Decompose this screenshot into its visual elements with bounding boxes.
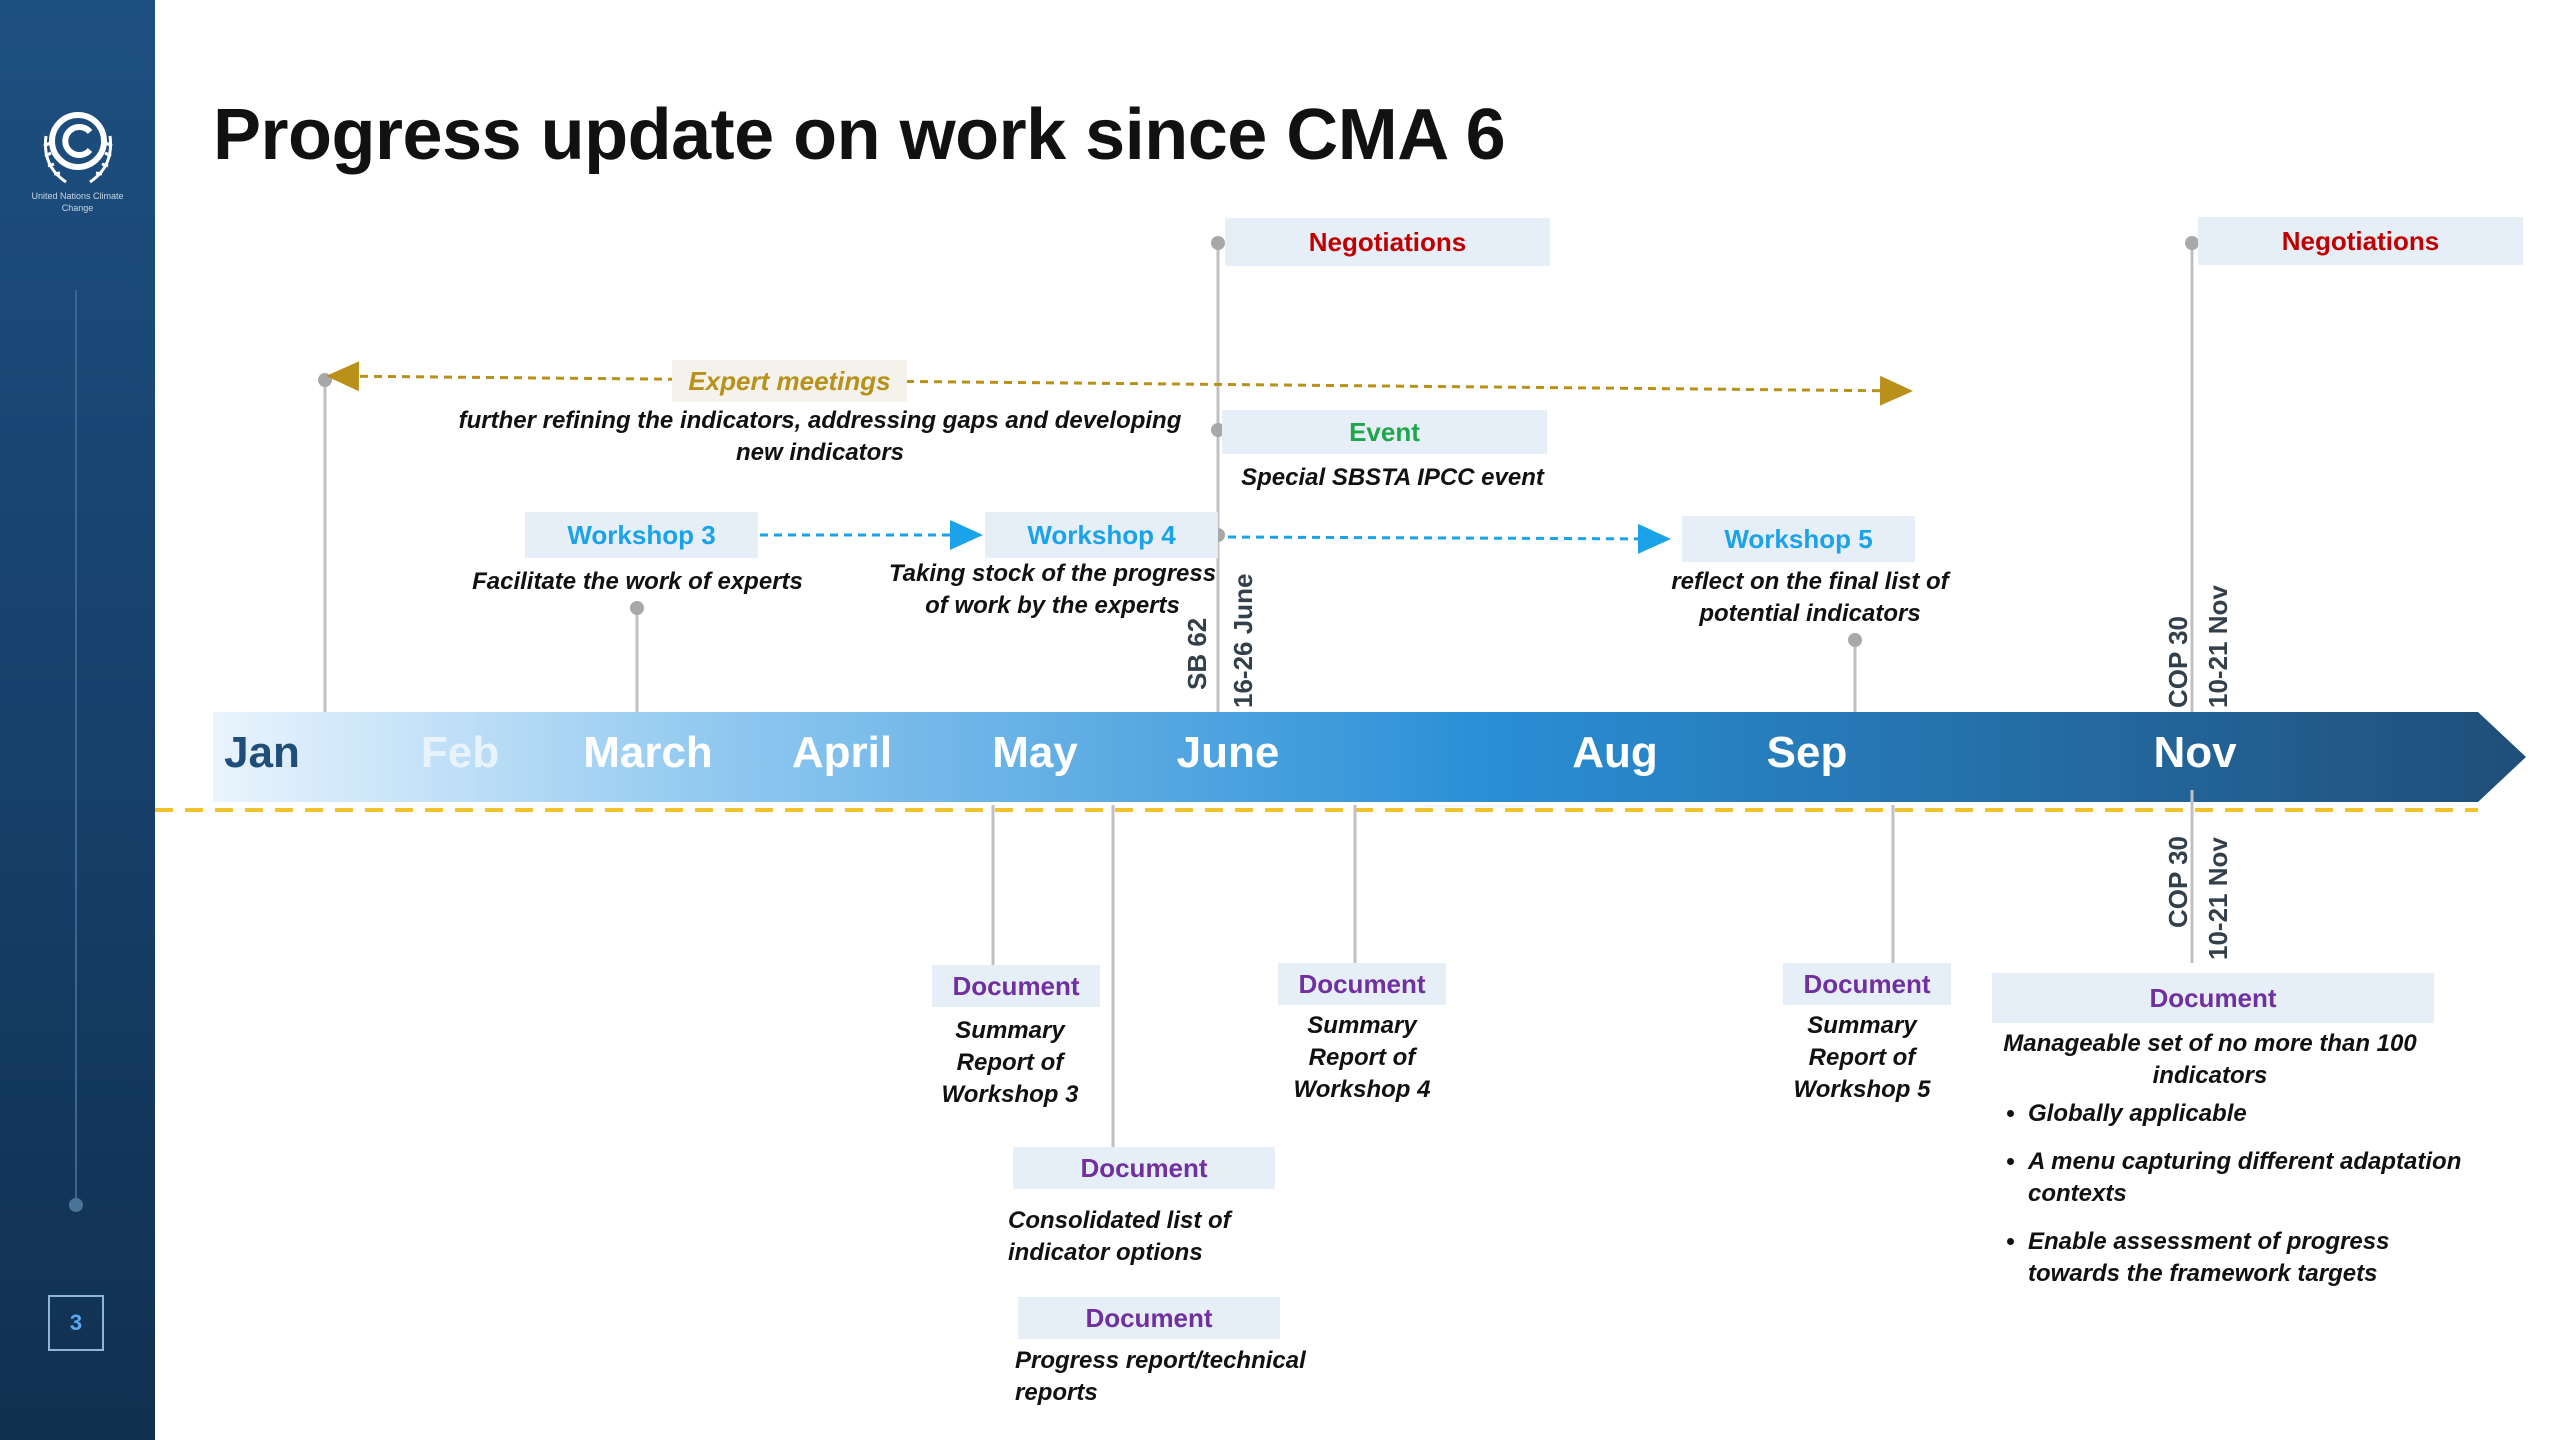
dot-sep	[1848, 633, 1862, 647]
doc-final-bullets: Globally applicable A menu capturing dif…	[2000, 1098, 2468, 1306]
workshop3-desc: Facilitate the work of experts	[472, 568, 803, 595]
workshop4-desc: Taking stock of the progress of work by …	[888, 560, 1217, 619]
workshop5-label: Workshop 5	[1682, 516, 1915, 562]
doc-ws3-desc: Summary Report of Workshop 3	[941, 1017, 1079, 1108]
doc-final-desc: Manageable set of no more than 100 indic…	[2003, 1030, 2417, 1089]
month-nov: Nov	[2153, 728, 2237, 777]
workshop3-label: Workshop 3	[525, 512, 758, 558]
bullet-globally-applicable: Globally applicable	[2028, 1098, 2468, 1130]
doc-final-label: Document	[1992, 973, 2434, 1023]
bullet-menu-contexts: A menu capturing different adaptation co…	[2028, 1146, 2468, 1210]
sidebar-progress-dot	[69, 1198, 83, 1212]
cop30-name-below: COP 30	[2163, 835, 2193, 928]
cop30-dates-below: 10-21 Nov	[2203, 837, 2233, 960]
workshop4-label: Workshop 4	[985, 512, 1218, 558]
bullet-assessment: Enable assessment of progress towards th…	[2028, 1226, 2468, 1290]
sb62-dates: 16-26 June	[1228, 573, 1258, 708]
month-jan: Jan	[224, 728, 300, 777]
doc-progress-label: Document	[1018, 1297, 1280, 1339]
cop30-dates-above: 10-21 Nov	[2203, 585, 2233, 708]
unfccc-logo-icon	[43, 112, 113, 184]
doc-ws3-label: Document	[932, 965, 1100, 1007]
dot-nov-negotiations	[2185, 236, 2199, 250]
doc-consolidated-desc: Consolidated list of indicator options	[1008, 1207, 1231, 1266]
negotiations-june-label: Negotiations	[1225, 218, 1550, 266]
workshop5-desc: reflect on the final list of potential i…	[1671, 568, 1949, 627]
month-aug: Aug	[1572, 728, 1658, 777]
sidebar: United Nations Climate Change 3	[0, 0, 155, 1440]
doc-ws4-desc: Summary Report of Workshop 4	[1293, 1012, 1431, 1103]
doc-consolidated-label: Document	[1013, 1147, 1275, 1189]
expert-meetings-desc: further refining the indicators, address…	[458, 407, 1182, 466]
dot-jan	[318, 373, 332, 387]
doc-ws5-label: Document	[1783, 963, 1951, 1005]
timeline-arrow	[213, 712, 2526, 802]
month-sep: Sep	[1766, 728, 1848, 777]
expert-meetings-arrow	[326, 361, 1913, 406]
logo-caption: United Nations Climate Change	[31, 191, 124, 213]
month-april: April	[791, 728, 893, 777]
dot-june-event	[1211, 423, 1225, 437]
sb62-name: SB 62	[1182, 617, 1212, 690]
month-june: June	[1176, 728, 1280, 777]
slide-title: Progress update on work since CMA 6	[213, 95, 1506, 175]
sidebar-progress-line	[75, 290, 77, 1205]
dot-march	[630, 601, 644, 615]
doc-ws4-label: Document	[1278, 963, 1446, 1005]
event-label: Event	[1222, 410, 1547, 454]
month-feb: Feb	[420, 728, 500, 777]
doc-progress-desc: Progress report/technical reports	[1015, 1347, 1306, 1406]
workshop4-to-5-arrow	[1227, 523, 1671, 554]
expert-meetings-label: Expert meetings	[672, 360, 907, 402]
negotiations-nov-label: Negotiations	[2198, 217, 2523, 265]
dot-june-negotiations	[1211, 236, 1225, 250]
page-number[interactable]: 3	[48, 1295, 104, 1351]
doc-ws5-desc: Summary Report of Workshop 5	[1793, 1012, 1931, 1103]
month-march: March	[583, 728, 713, 777]
cop30-name-above: COP 30	[2163, 615, 2193, 708]
month-may: May	[992, 728, 1078, 777]
event-desc: Special SBSTA IPCC event	[1241, 464, 1544, 491]
